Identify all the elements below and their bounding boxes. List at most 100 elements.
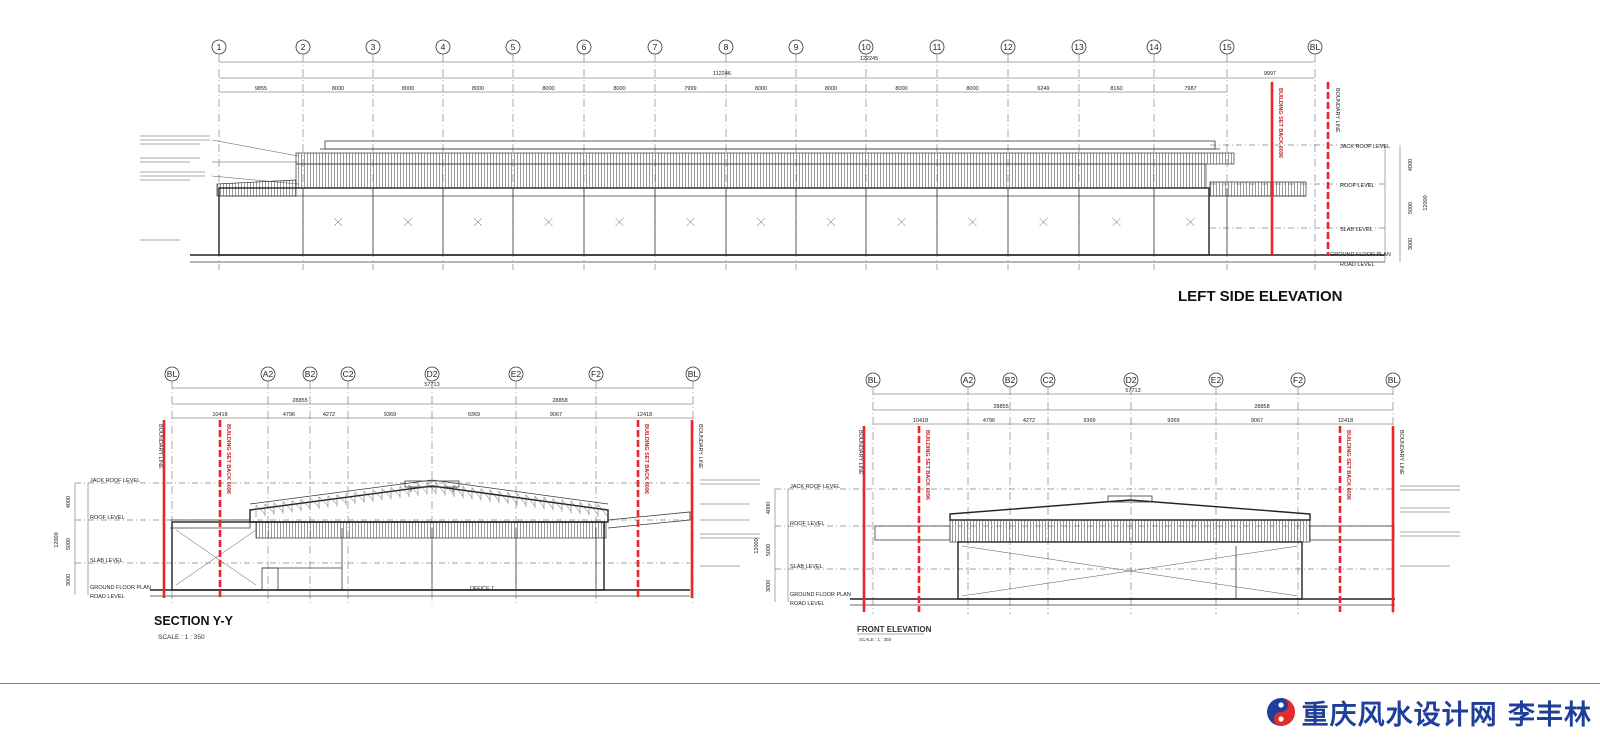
sec-boundary-label-left: BOUNDARY LINE bbox=[157, 424, 163, 469]
le-level-road: ROAD LEVEL bbox=[1340, 262, 1375, 268]
sec-grid-label: B2 bbox=[305, 369, 316, 379]
truss-web bbox=[534, 495, 545, 508]
sec-overall-dim: 57713 bbox=[424, 382, 439, 388]
le-grid-label: 11 bbox=[933, 42, 942, 52]
le-bay-cross bbox=[1186, 217, 1195, 227]
truss-web bbox=[264, 503, 275, 514]
le-grid-label: 10 bbox=[861, 42, 871, 52]
fe-grid-label: D2 bbox=[1126, 375, 1137, 385]
truss-web bbox=[291, 500, 302, 510]
fe-bay-dim: 10418 bbox=[913, 418, 928, 424]
le-bay-cross bbox=[1039, 217, 1048, 227]
truss-web bbox=[381, 488, 392, 498]
sec-grid-label: A2 bbox=[263, 369, 274, 379]
sec-room-label: OFFICE 1 bbox=[470, 586, 495, 592]
le-bay-dim: 8000 bbox=[402, 86, 414, 92]
le-level-jack: JACK ROOF LEVEL bbox=[1340, 144, 1390, 150]
le-grid-label: 13 bbox=[1074, 42, 1084, 52]
sec-half-dim-right: 28858 bbox=[552, 398, 567, 404]
fe-level-slab: SLAB LEVEL bbox=[790, 564, 823, 570]
le-grid-label: 2 bbox=[301, 42, 306, 52]
le-bay-cross bbox=[333, 217, 343, 227]
fe-grid-label: A2 bbox=[963, 375, 974, 385]
fe-grid-label: BL bbox=[1388, 375, 1399, 385]
sec-level-roof: ROOF LEVEL bbox=[90, 515, 125, 521]
le-title: LEFT SIDE ELEVATION bbox=[1178, 288, 1342, 305]
le-bay-dim: 8000 bbox=[825, 86, 837, 92]
le-bay-cross bbox=[473, 217, 483, 227]
le-grid-label: 15 bbox=[1222, 42, 1232, 52]
sec-setback-label-left: BUILDING SET BACK 6096 bbox=[225, 424, 231, 494]
le-vdim-12000: 12000 bbox=[1423, 195, 1429, 210]
fe-grid-label: E2 bbox=[1211, 375, 1222, 385]
le-bay-cross bbox=[826, 217, 836, 227]
le-overall-dim: 122245 bbox=[860, 56, 878, 62]
le-grid-label: 9 bbox=[794, 42, 799, 52]
le-bay-dim: 6249 bbox=[1037, 86, 1049, 92]
sec-grid-label: C2 bbox=[343, 369, 354, 379]
s-logo-icon bbox=[1266, 698, 1295, 726]
sec-scale: SCALE : 1 : 350 bbox=[158, 634, 205, 641]
truss-web bbox=[417, 483, 428, 493]
sec-vdim-3000: 3000 bbox=[66, 574, 72, 586]
truss-web bbox=[507, 492, 518, 504]
fe-level-ground: GROUND FLOOR PLAN bbox=[790, 592, 851, 598]
sec-setback-label-right: BUILDING SET BACK 6096 bbox=[643, 424, 649, 494]
truss-web bbox=[426, 482, 437, 493]
sec-level-road: ROAD LEVEL bbox=[90, 594, 125, 600]
le-bay-cross bbox=[544, 217, 553, 227]
le-grid-label: 4 bbox=[441, 42, 446, 52]
sec-bay-dim: 9369 bbox=[468, 412, 480, 418]
truss-web bbox=[597, 504, 608, 517]
fe-boundary-label-right: BOUNDARY LINE bbox=[1398, 430, 1404, 475]
sec-bay-dim: 4272 bbox=[323, 412, 335, 418]
truss-web bbox=[372, 489, 383, 499]
le-bay-dim: 8160 bbox=[1110, 86, 1122, 92]
le-bay-cross bbox=[615, 217, 624, 227]
truss-web bbox=[408, 484, 419, 495]
truss-web bbox=[435, 482, 446, 494]
fe-vdim-4000: 4000 bbox=[766, 502, 772, 514]
brand-text: 重庆风水设计网 李丰林 bbox=[1301, 699, 1592, 731]
truss-web bbox=[543, 497, 554, 509]
truss-web bbox=[309, 497, 320, 508]
truss-web bbox=[282, 501, 293, 511]
fe-half-dim-right: 28858 bbox=[1254, 404, 1269, 410]
sec-level-slab: SLAB LEVEL bbox=[90, 558, 123, 564]
le-bay-cross bbox=[686, 217, 695, 227]
le-bay-cross bbox=[756, 217, 766, 227]
fe-bay-dim: 9067 bbox=[1251, 418, 1263, 424]
le-grid-label: 12 bbox=[1003, 42, 1013, 52]
le-level-roof: ROOF LEVEL bbox=[1340, 183, 1375, 189]
fe-bay-dim: 12418 bbox=[1338, 418, 1353, 424]
truss-web bbox=[318, 496, 329, 506]
footer-divider bbox=[0, 683, 1600, 684]
truss-web bbox=[354, 491, 365, 502]
brand-watermark: 重庆风水设计网 李丰林 bbox=[1266, 692, 1592, 732]
le-boundary-label: BOUNDARY LINE bbox=[1334, 88, 1340, 133]
truss-web bbox=[363, 490, 374, 500]
truss-web bbox=[570, 500, 581, 513]
le-bay-dim: 8000 bbox=[895, 86, 907, 92]
sec-bay-dim: 9369 bbox=[384, 412, 396, 418]
le-level-slab: SLAB LEVEL bbox=[1340, 227, 1373, 233]
truss-web bbox=[273, 502, 284, 512]
le-bay-dim: 8000 bbox=[755, 86, 767, 92]
truss-web bbox=[498, 490, 509, 503]
fe-scale: SCALE : 1 : 350 bbox=[859, 637, 892, 642]
sec-boundary-label-right: BOUNDARY LINE bbox=[697, 424, 703, 469]
le-bay-dim: 8000 bbox=[332, 86, 344, 92]
le-grid-label: 8 bbox=[724, 42, 729, 52]
le-vdim-5000: 5000 bbox=[1408, 202, 1414, 214]
sec-bay-dim: 12418 bbox=[637, 412, 652, 418]
sec-title: SECTION Y-Y bbox=[154, 614, 234, 628]
truss-web bbox=[462, 486, 473, 498]
